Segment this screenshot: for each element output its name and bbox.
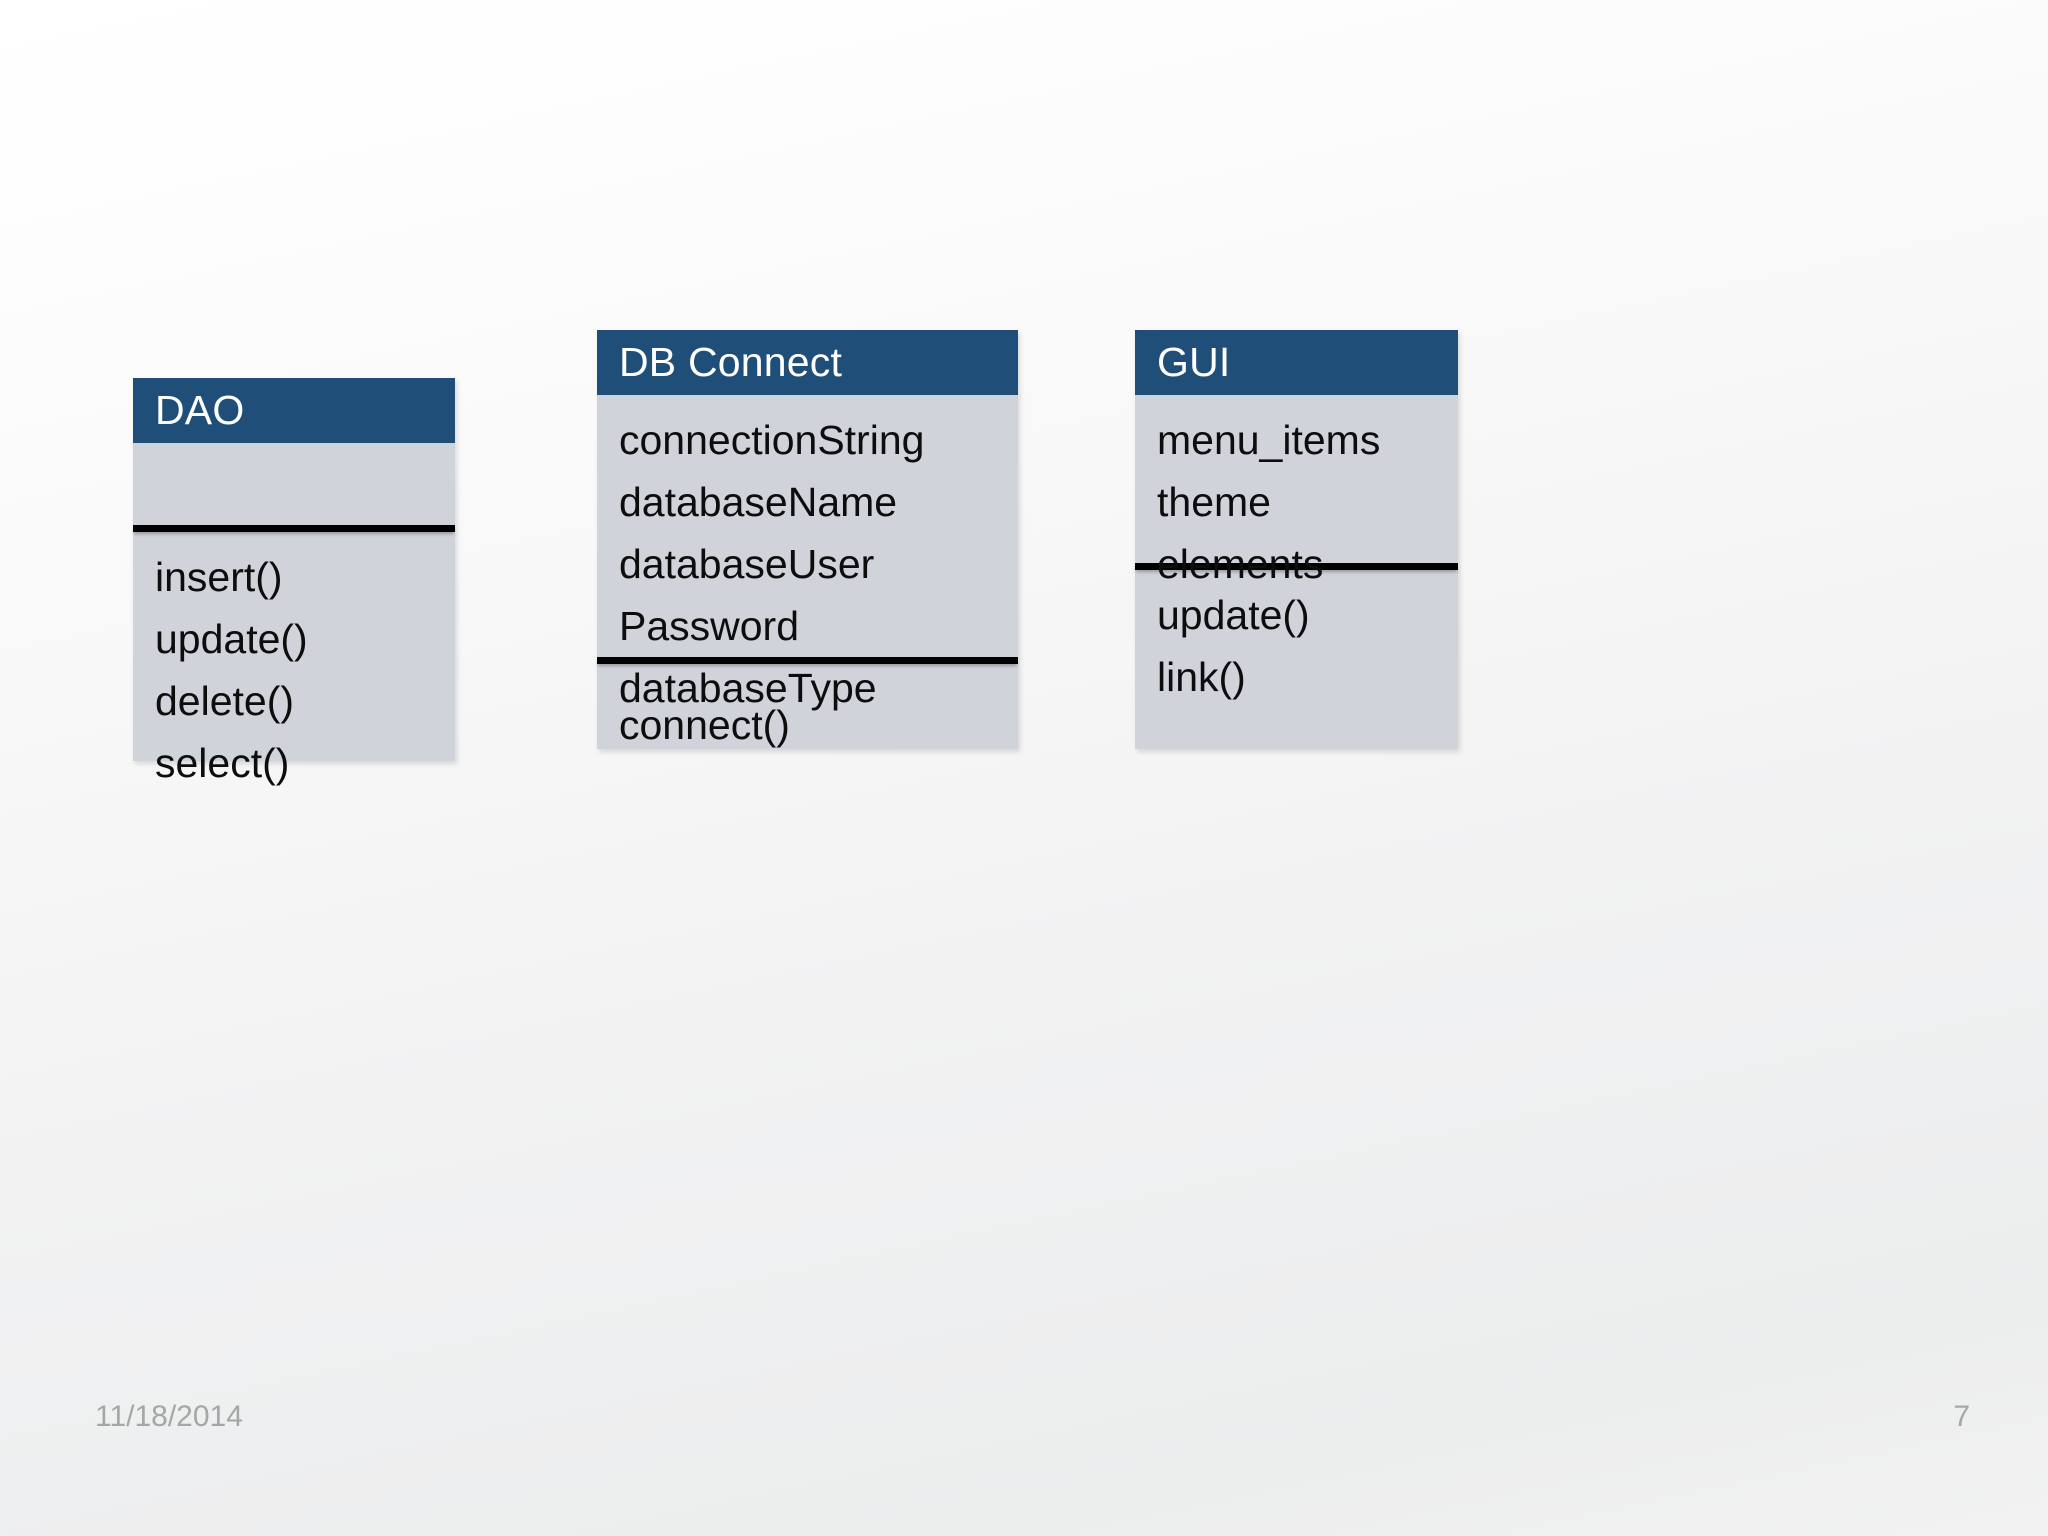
uml-attribute-row: connectionString — [619, 417, 925, 463]
uml-attribute-row: databaseUser — [619, 541, 875, 587]
uml-attributes-db-connect: connectionString databaseName databaseUs… — [597, 395, 1018, 711]
uml-class-header-dao: DAO — [133, 378, 455, 443]
uml-methods-gui: update() link() — [1135, 570, 1458, 708]
footer-page-number: 7 — [1953, 1400, 1970, 1433]
uml-class-header-db-connect: DB Connect — [597, 330, 1018, 395]
uml-method-row: update() — [155, 616, 308, 662]
uml-attributes-gui: menu_items theme elements — [1135, 395, 1458, 587]
uml-class-box-dao[interactable]: DAO insert() update() delete() select() — [133, 378, 455, 786]
uml-attribute-row: Password — [619, 603, 800, 649]
uml-divider-dao — [133, 525, 455, 532]
uml-attribute-row: menu_items — [1157, 417, 1381, 463]
uml-class-header-gui: GUI — [1135, 330, 1458, 395]
uml-attribute-row: databaseName — [619, 479, 898, 525]
uml-attribute-row: theme — [1157, 479, 1271, 525]
uml-method-row: delete() — [155, 678, 295, 724]
uml-attributes-dao — [133, 443, 455, 525]
uml-attribute-row: databaseType — [619, 665, 877, 711]
footer-date: 11/18/2014 — [95, 1400, 243, 1433]
uml-method-row: update() — [1157, 592, 1310, 638]
uml-divider-gui — [1135, 563, 1458, 570]
uml-method-row: insert() — [155, 554, 283, 600]
uml-method-row: link() — [1157, 654, 1246, 700]
uml-methods-dao: insert() update() delete() select() — [133, 532, 455, 794]
uml-divider-db-connect — [597, 657, 1018, 664]
uml-method-row: select() — [155, 740, 290, 786]
uml-method-row: connect() — [619, 702, 790, 748]
uml-class-box-db-connect[interactable]: DB Connect connectionString databaseName… — [597, 330, 1018, 749]
uml-methods-db-connect: connect() — [597, 664, 1018, 756]
uml-attribute-row: elements — [1157, 541, 1324, 587]
uml-class-box-gui[interactable]: GUI menu_items theme elements update() l… — [1135, 330, 1458, 749]
